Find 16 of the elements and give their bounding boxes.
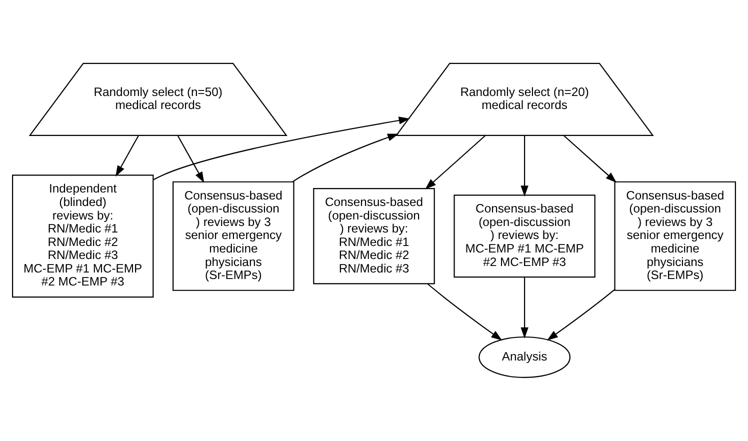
- arrow: [153, 116, 410, 180]
- node-box: Independent (blinded) reviews by: RN/Medic #1 RN/Medic #2 RN/Medic #3 MC-EMP #1 MC-EMP #2 MC-EMP #3: [12, 174, 154, 298]
- arrow: [425, 135, 486, 190]
- node-box: Consensus-based (open-discussion) reviews by: MC-EMP #1 MC-EMP #2 MC-EMP #3: [454, 194, 596, 278]
- node-box: Consensus-based (open-discussion) reviews by 3 senior emergency medicine physicians (Sr-EMPs): [172, 181, 294, 291]
- node-box: Consensus-based (open-discussion) reviews by: RN/Medic #1 RN/Medic #2 RN/Medic #3: [313, 188, 435, 284]
- arrow: [520, 277, 528, 338]
- arrow: [563, 135, 617, 183]
- arrow: [520, 136, 528, 197]
- arrow: [116, 135, 140, 177]
- arrow: [427, 284, 502, 340]
- node-box: Consensus-based (open-discussion) reviews by 3 senior emergency medicine physicians (Sr-EMPs): [614, 181, 736, 291]
- arrow: [177, 135, 204, 183]
- arrow: [546, 289, 615, 340]
- node-ellipse: Analysis: [478, 336, 571, 378]
- arrow: [292, 134, 399, 182]
